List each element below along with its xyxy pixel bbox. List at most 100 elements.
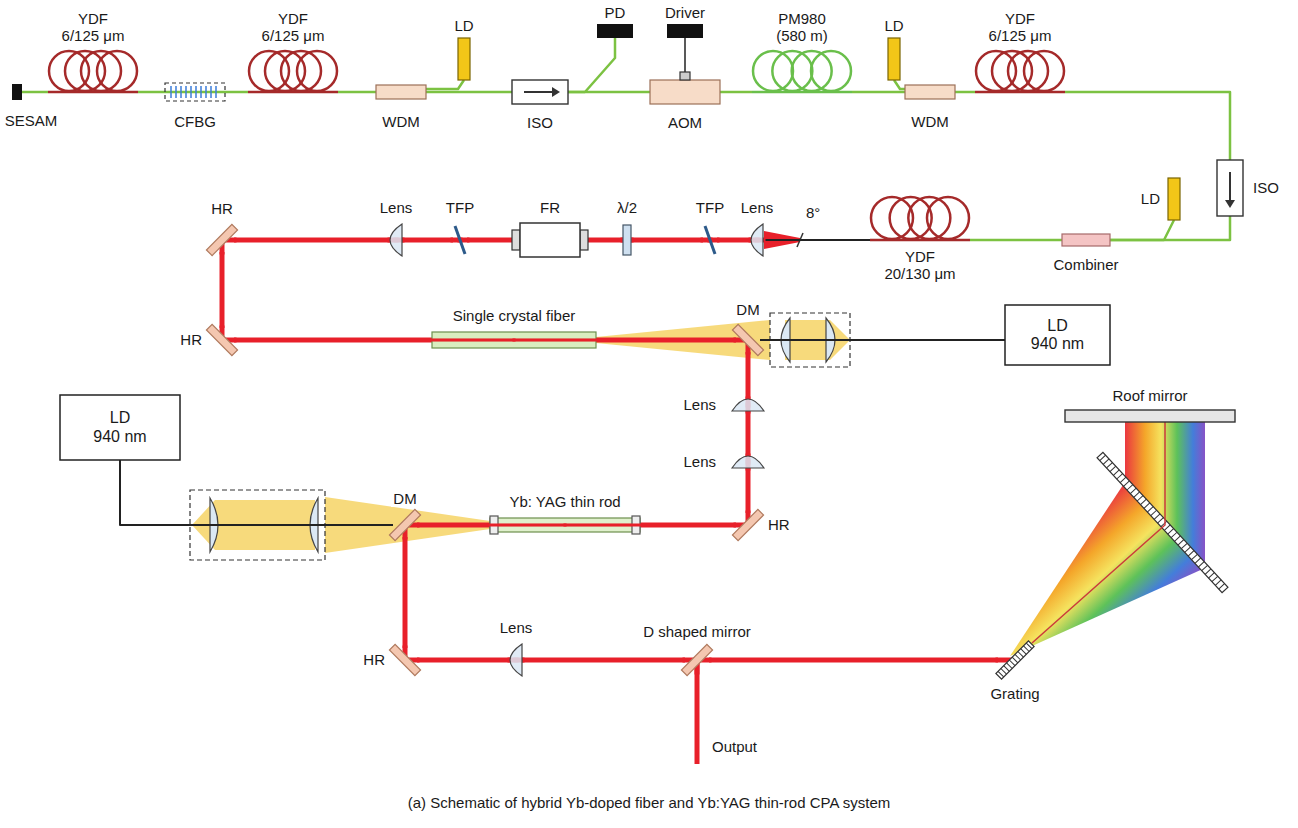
pump-diode: LD bbox=[888, 38, 900, 80]
fiber-link bbox=[426, 80, 464, 89]
component-label: Lens bbox=[683, 453, 716, 470]
component-label: Single crystal fiber bbox=[453, 307, 576, 324]
fiber-link bbox=[568, 91, 650, 94]
label-group: λ/2 bbox=[617, 199, 637, 216]
second-grating bbox=[1097, 452, 1228, 592]
mirror-symbol bbox=[393, 513, 417, 537]
fiber-coil-symbol bbox=[248, 50, 338, 94]
pump-diode-box: LD940 nm bbox=[1005, 305, 1110, 365]
box-text: LD bbox=[1031, 317, 1084, 335]
label-group: TFP bbox=[446, 199, 474, 216]
device-block-symbol bbox=[597, 24, 633, 38]
laser-beam bbox=[596, 338, 736, 343]
component-label: SESAM bbox=[5, 112, 58, 129]
mirror: DM bbox=[393, 513, 417, 537]
polarizer-plate-symbol bbox=[453, 225, 467, 255]
label-group: LD940 nm bbox=[1031, 317, 1084, 354]
mirror-symbol bbox=[210, 328, 234, 352]
mirror-symbol bbox=[736, 328, 760, 352]
component-label: LD bbox=[1141, 190, 1160, 207]
component-label: TFP bbox=[696, 199, 724, 216]
label-group: YDF6/125 μm bbox=[989, 10, 1052, 45]
pump-diode: LD bbox=[458, 38, 470, 80]
label-group: Lens bbox=[741, 199, 774, 216]
faraday-rotator: FR bbox=[512, 223, 588, 257]
component-label: ISO bbox=[1253, 179, 1279, 196]
label-group: ISO bbox=[527, 114, 553, 131]
fiber-link bbox=[955, 91, 975, 94]
component-label: Roof mirror bbox=[1112, 387, 1187, 404]
laser-beam bbox=[417, 658, 510, 663]
component-label: Lens bbox=[741, 199, 774, 216]
output-beam bbox=[695, 660, 700, 764]
component-label: Lens bbox=[380, 199, 413, 216]
label-group: Combiner bbox=[1053, 256, 1118, 273]
fiber-link bbox=[22, 91, 48, 94]
fiber-link bbox=[720, 91, 752, 94]
fiber-link bbox=[1110, 220, 1174, 240]
mirror-symbol bbox=[393, 648, 417, 672]
component-label: Yb: YAG thin rod bbox=[509, 493, 620, 510]
modulator-symbol bbox=[650, 80, 720, 104]
fiber-coupler: WDM bbox=[376, 85, 426, 99]
laser-beam bbox=[640, 523, 736, 528]
component-label: 6/125 μm bbox=[262, 27, 325, 44]
component-label: WDM bbox=[382, 113, 420, 130]
modulator: AOM bbox=[650, 80, 720, 104]
isolator: ISO bbox=[512, 80, 568, 104]
fiber-coil: YDF6/125 μm bbox=[248, 50, 338, 94]
polarizer-plate-symbol bbox=[703, 225, 717, 255]
fiber-link bbox=[894, 80, 905, 89]
component-label: 20/130 μm bbox=[884, 265, 955, 282]
label-group: CFBG bbox=[174, 113, 216, 130]
polarizer-plate: TFP bbox=[703, 225, 717, 255]
component-label: AOM bbox=[668, 114, 702, 131]
fiber-link bbox=[970, 239, 1062, 242]
gain-rod: Yb: YAG thin rod bbox=[490, 518, 640, 532]
laser-beam bbox=[220, 252, 225, 328]
laser-beam bbox=[588, 238, 623, 243]
laser-beam bbox=[234, 338, 432, 343]
label-group: YDF6/125 μm bbox=[62, 10, 125, 45]
mirror: HR bbox=[393, 648, 417, 672]
fiber-link bbox=[225, 91, 248, 94]
caption-box: (a) Schematic of hybrid Yb-doped fiber a… bbox=[0, 794, 1298, 811]
component-label: λ/2 bbox=[617, 199, 637, 216]
collimator bbox=[190, 313, 850, 560]
component-label: PM980 bbox=[776, 10, 828, 27]
label-group: Single crystal fiber bbox=[453, 307, 576, 324]
mirror: HR bbox=[210, 228, 234, 252]
device-block: Driver bbox=[667, 24, 703, 38]
fiber-link bbox=[760, 339, 1005, 341]
lens-symbol bbox=[732, 456, 764, 468]
fiber-coil: YDF6/125 μm bbox=[48, 50, 138, 94]
fiber-coupler-symbol bbox=[905, 85, 955, 99]
label-group: LD bbox=[884, 17, 903, 34]
component-label: DM bbox=[736, 301, 759, 318]
label-group: DM bbox=[391, 490, 418, 507]
faraday-rotator-symbol bbox=[512, 223, 588, 257]
isolator-symbol bbox=[1217, 160, 1243, 216]
pump-diode-symbol bbox=[458, 38, 470, 80]
label-group: LD940 nm bbox=[93, 409, 146, 446]
label-group: WDM bbox=[382, 113, 420, 130]
label-group: Roof mirror bbox=[1112, 387, 1187, 404]
free-label: Output bbox=[712, 738, 757, 755]
label-group: Lens bbox=[683, 453, 716, 470]
lens-symbol bbox=[751, 224, 763, 256]
component-label: HR bbox=[768, 516, 790, 533]
component-label: YDF bbox=[262, 10, 325, 27]
component-label: YDF bbox=[884, 248, 955, 265]
component-label: LD bbox=[884, 17, 903, 34]
laser-beam bbox=[746, 411, 751, 456]
component-label: DM bbox=[393, 490, 416, 507]
box-text: LD bbox=[93, 409, 146, 427]
label-group: HR bbox=[768, 516, 790, 533]
free-label: 8° bbox=[806, 204, 820, 221]
label-group: Lens bbox=[683, 396, 716, 413]
component-label: 6/125 μm bbox=[989, 27, 1052, 44]
component-label: LD bbox=[454, 17, 473, 34]
label-group: HR bbox=[180, 331, 202, 348]
component-label: Grating bbox=[990, 685, 1039, 702]
